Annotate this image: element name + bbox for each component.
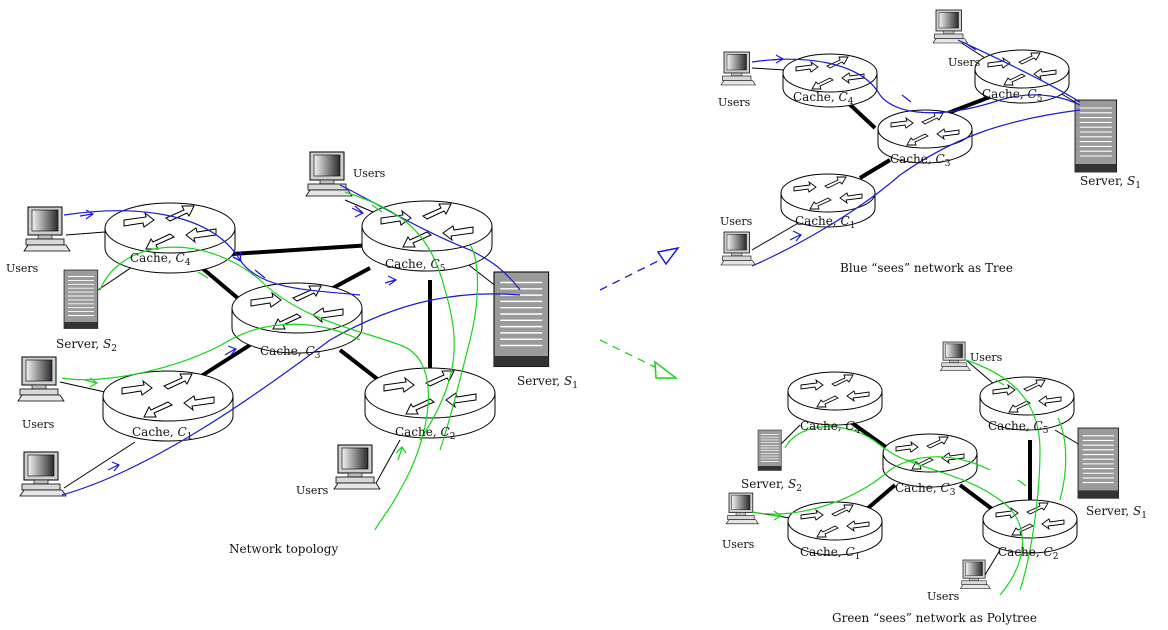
cache-label: Cache, C3 [895, 481, 956, 498]
users-label: Users [948, 56, 981, 69]
cache-label: Cache, C1 [132, 425, 192, 442]
server-label: Server, S1 [517, 374, 578, 391]
server-icon [757, 429, 782, 471]
server-icon [63, 269, 99, 329]
computer-icon [23, 206, 71, 252]
users-label: Users [22, 418, 55, 431]
computer-icon [305, 151, 353, 197]
computer-icon [932, 9, 968, 44]
server-label: Server, S2 [741, 477, 802, 494]
computer-icon [725, 492, 759, 525]
cache-label: Cache, C3 [890, 152, 951, 169]
server-icon [1077, 427, 1120, 499]
tree-view: Users Users Users Cache, C4 Cache, C5 Ca… [718, 9, 1141, 275]
caption-blue: Blue “sees” network as Tree [840, 261, 1013, 275]
server-label: Server, S1 [1080, 174, 1141, 191]
computer-icon [19, 451, 67, 497]
cache-label: Cache, C4 [130, 251, 191, 268]
caption-green: Green “sees” network as Polytree [832, 611, 1037, 625]
users-label: Users [722, 538, 755, 551]
users-label: Users [718, 96, 751, 109]
users-label: Users [296, 484, 329, 497]
cache-label: Cache, C1 [795, 214, 855, 231]
cache-label: Cache, C5 [385, 257, 446, 274]
users-label: Users [353, 167, 386, 180]
cache-label: Cache, C4 [793, 90, 854, 107]
computer-icon [720, 51, 756, 86]
server-icon [493, 271, 550, 368]
router-icon [787, 371, 883, 426]
cache-label: Cache, C5 [982, 87, 1043, 104]
cache-label: Cache, C4 [800, 419, 861, 436]
dashed-arrow-icon [599, 246, 680, 379]
computer-icon [17, 356, 65, 402]
users-label: Users [970, 351, 1003, 364]
cache-label: Cache, C1 [800, 545, 860, 562]
users-label: Users [720, 215, 753, 228]
computer-icon [940, 341, 971, 371]
computer-icon [333, 444, 381, 490]
cache-label: Cache, C5 [988, 419, 1049, 436]
cache-label: Cache, C2 [395, 425, 455, 442]
server-label: Server, S1 [1086, 504, 1147, 521]
caption-main: Network topology [229, 542, 338, 556]
cache-label: Cache, C3 [260, 344, 321, 361]
cache-label: Cache, C2 [998, 545, 1058, 562]
users-label: Users [6, 262, 39, 275]
server-icon [1074, 99, 1118, 173]
users-label: Users [927, 590, 960, 603]
computer-icon [720, 231, 756, 266]
main-topology: Users Users Users Users Cache, C4 Cache,… [6, 151, 578, 556]
polytree-view: Users Users Users Cache, C4 Cache, C3 Ca… [722, 341, 1147, 625]
server-label: Server, S2 [56, 337, 117, 354]
